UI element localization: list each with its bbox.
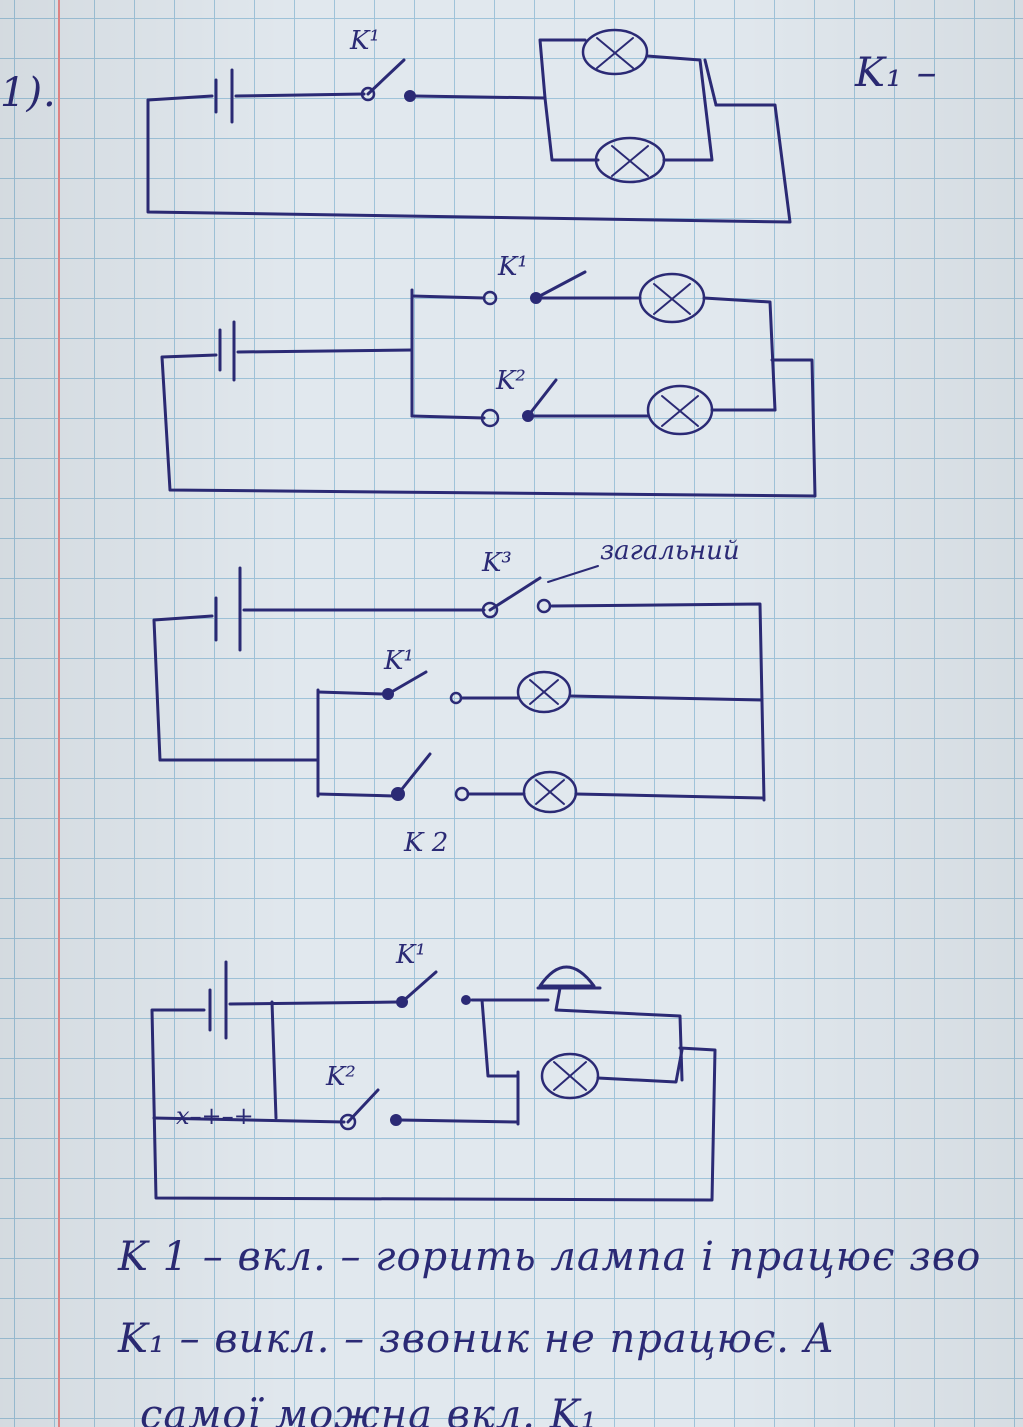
item-number: 1). [0, 70, 57, 116]
wire [316, 690, 386, 696]
wire [480, 998, 520, 1078]
wire [152, 1116, 346, 1124]
wire [270, 1000, 278, 1120]
note-line-3: самої можна вкл. K₁ [140, 1392, 598, 1427]
wire [543, 96, 600, 162]
battery-icon [214, 566, 242, 652]
switch-k1 [360, 58, 416, 102]
switch-label-k3: K³ [482, 548, 512, 578]
circuit-diagram-4 [150, 960, 717, 1202]
wire [146, 94, 214, 102]
battery-icon [208, 960, 228, 1040]
corner-label: K₁ – [855, 50, 938, 96]
switch-k2 [480, 378, 558, 428]
wire [554, 986, 684, 1082]
switch-label-k1: K¹ [396, 940, 426, 970]
note-line-1: K 1 – вкл. – горить лампа і працює зво [118, 1234, 982, 1280]
wire [702, 296, 777, 412]
switch-label-k2: K² [496, 366, 526, 396]
switch-label-k1: K¹ [384, 646, 414, 676]
switch-label-k2: K 2 [404, 828, 449, 858]
wire [228, 1000, 400, 1006]
branch-mark: x–+–+ [176, 1102, 254, 1130]
lamp-icon [581, 28, 649, 76]
battery-icon [214, 68, 234, 124]
switch-k1 [382, 670, 463, 705]
wire [596, 1048, 684, 1084]
wire [236, 348, 414, 354]
lamp-icon [594, 136, 666, 184]
wire [568, 694, 764, 702]
note-line-2: K₁ – викл. – звоник не працює. А [118, 1316, 835, 1362]
circuit-diagram-1 [146, 28, 792, 224]
wire [150, 1008, 717, 1202]
wire [550, 602, 766, 802]
lamp-icon [522, 770, 578, 814]
wire [412, 94, 547, 100]
circuit-diagram-2 [160, 270, 817, 498]
wire [645, 54, 714, 162]
wire [410, 414, 486, 420]
margin-line [58, 0, 60, 1427]
wire [398, 1118, 520, 1124]
switch-k2 [391, 752, 470, 802]
switch-k2 [339, 1088, 402, 1131]
lamp-icon [638, 272, 706, 324]
wire [316, 792, 396, 798]
lamp-icon [646, 384, 714, 436]
leader-line [547, 565, 599, 583]
wire [410, 294, 486, 300]
wire [152, 614, 320, 762]
bell-icon [536, 965, 602, 990]
lamp-icon [540, 1052, 600, 1100]
wire [160, 353, 817, 498]
wire [234, 92, 366, 98]
wire [146, 98, 792, 224]
lamp-icon [516, 670, 572, 714]
switch-k3 [481, 576, 552, 619]
switch-label-k2: K² [326, 1062, 356, 1092]
wire [574, 792, 764, 800]
switch-k1 [396, 970, 471, 1008]
battery-icon [218, 320, 236, 382]
circuit-diagram-3 [152, 565, 766, 814]
switch-label-k1: K¹ [498, 252, 528, 282]
main-switch-note: загальний [600, 536, 740, 566]
wire [538, 38, 587, 100]
switch-label-k1: K¹ [350, 26, 380, 56]
wire [703, 58, 718, 107]
